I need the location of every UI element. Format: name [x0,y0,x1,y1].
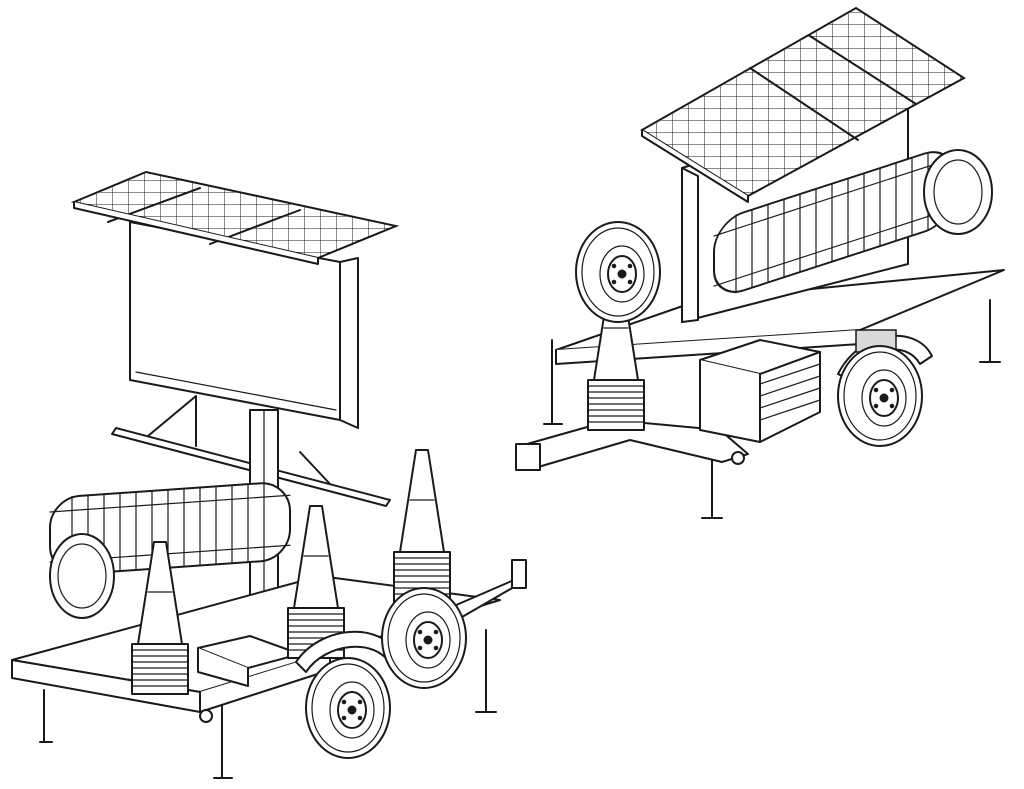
wheel-rear [381,587,467,689]
drum-cage-end-right [923,149,993,235]
jack-stand-front-right [213,699,233,779]
drum-cage-end [49,533,115,619]
jack-stand-left [543,339,563,425]
solar-panel [70,170,400,260]
cone-stack-3 [393,449,451,603]
wheel-right-rear [575,221,661,323]
trailer-deck-right [555,269,1005,351]
wheel-front [305,657,391,759]
trailer-rear-right-view [515,6,1005,519]
jack-stand-rear [475,629,497,713]
wheel-right-front [837,345,923,447]
jack-stand-right [979,299,1001,363]
solar-panel-right [640,6,966,198]
jack-stand-front-left [39,689,53,743]
trailer-front-left-view [11,170,527,779]
